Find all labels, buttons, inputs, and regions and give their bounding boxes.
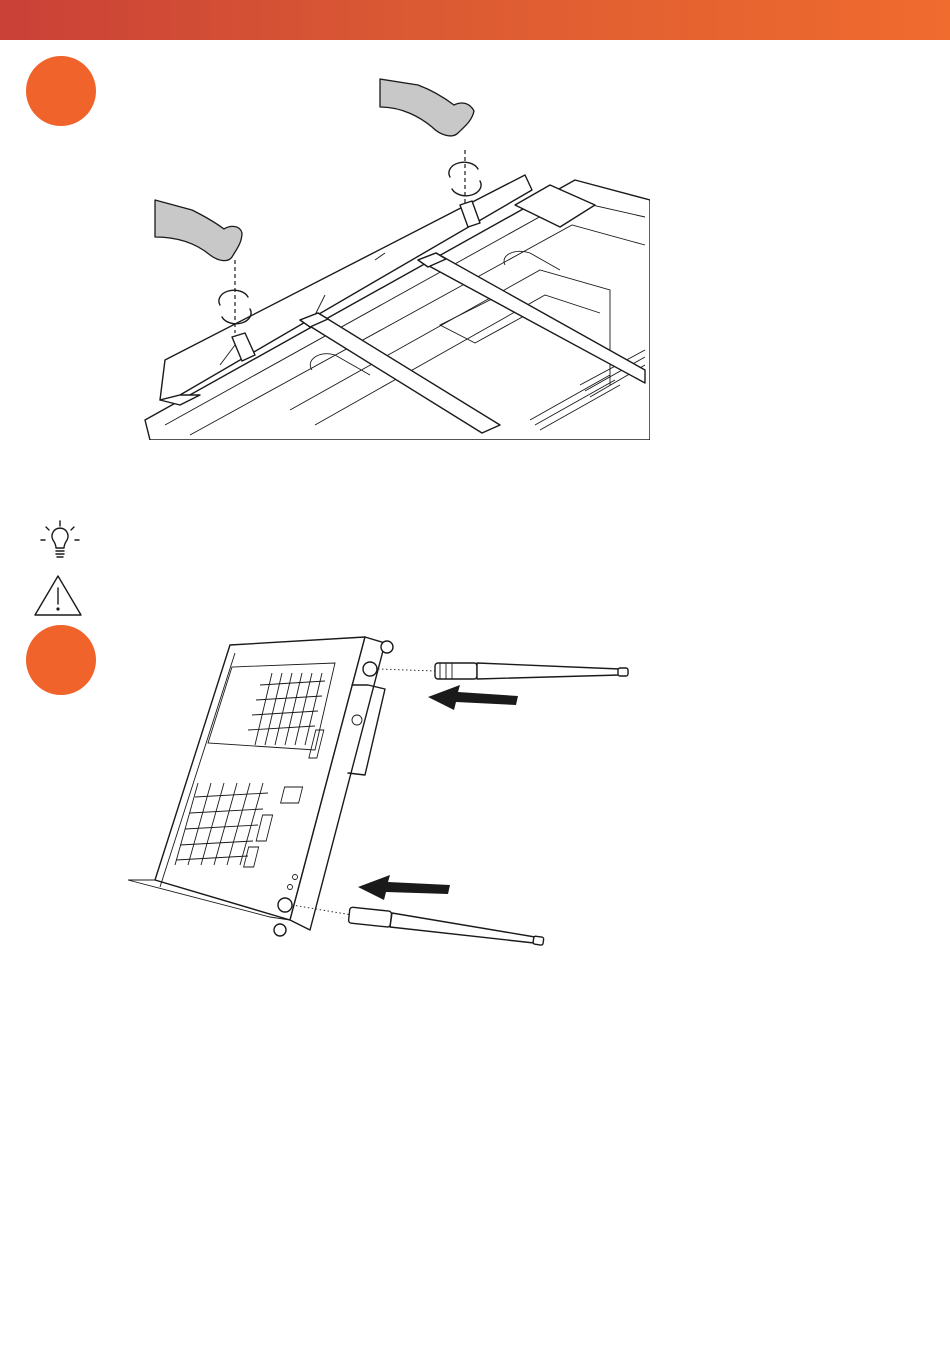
antenna-top <box>435 663 628 679</box>
step-2-badge <box>26 625 96 695</box>
pc-module-illustration <box>120 625 640 955</box>
insert-arrow-icon <box>358 875 450 900</box>
display-back-illustration <box>140 65 650 440</box>
warning-triangle-icon <box>32 572 84 618</box>
pc-module <box>128 637 393 936</box>
insert-arrow-icon <box>428 685 518 710</box>
lightbulb-icon <box>38 518 82 562</box>
right-hand <box>380 79 474 136</box>
display-panel <box>145 180 650 440</box>
header-bar <box>0 0 950 40</box>
step-1-badge <box>26 56 96 126</box>
antenna-bottom <box>348 907 544 945</box>
left-hand <box>155 200 242 261</box>
